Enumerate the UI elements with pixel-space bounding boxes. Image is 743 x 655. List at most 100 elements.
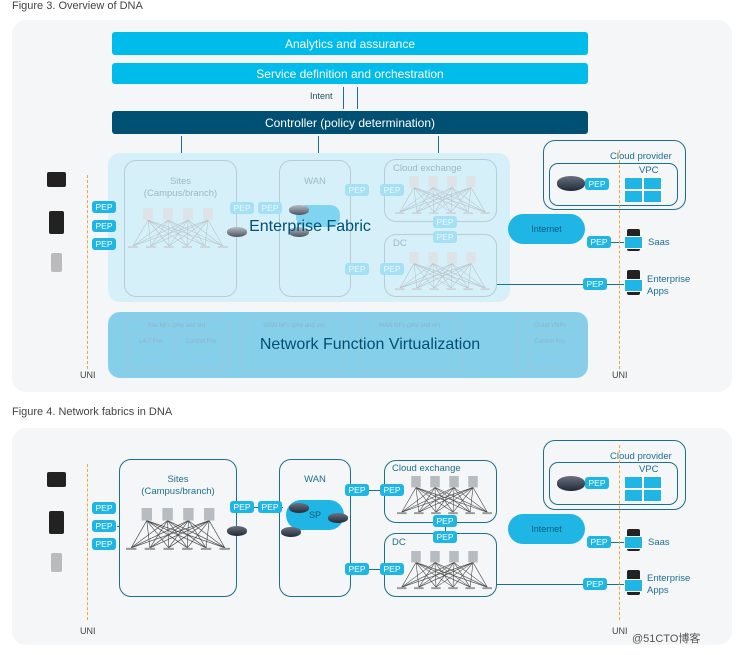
link (117, 526, 120, 527)
link (611, 242, 625, 243)
fabric-mesh-icon (126, 508, 230, 550)
pep-badge: PEP (92, 201, 116, 213)
nf-group-label: Cloud VNFs (533, 323, 567, 329)
laptop-icon (643, 489, 662, 502)
pep-badge: PEP (92, 220, 116, 232)
router-icon (227, 526, 247, 536)
figure3-caption: Figure 3. Overview of DNA (12, 0, 143, 12)
vpc-workloads (624, 476, 669, 502)
nf-group-label: Site NFs (phy and vir) (147, 323, 206, 329)
link (611, 542, 625, 543)
internet-cloud: Internet (508, 514, 585, 544)
nf-group-label: WAN NFs (phy and vir) (263, 323, 325, 329)
laptop-icon (643, 476, 662, 489)
wan-box (279, 459, 351, 597)
pep-badge: PEP (380, 563, 404, 575)
cloud-provider-box (543, 140, 686, 210)
pep-badge: PEP (345, 484, 369, 496)
laptop-device-icon (47, 172, 66, 187)
pep-badge: PEP (92, 502, 116, 514)
controller-arrow-wan (318, 136, 319, 156)
figure4-panel (12, 428, 732, 645)
wan-box (279, 160, 351, 297)
enterprise-apps-line1: Enterprise (647, 573, 691, 584)
pep-badge: PEP (258, 202, 282, 214)
nf-group: Cloud VNFs (516, 319, 584, 371)
uni-line-right (619, 445, 620, 620)
laptop-device-icon (47, 472, 66, 487)
sites-subtitle: (Campus/branch) (141, 486, 215, 497)
pep-badge: PEP (433, 515, 457, 527)
pep-badge: PEP (345, 563, 369, 575)
laptop-icon (643, 177, 662, 190)
enterprise-apps-line1: Enterprise (647, 274, 691, 285)
cloud-exchange-label: Cloud exchange (393, 163, 462, 174)
vpc-label: VPC (639, 165, 659, 176)
sites-fabric (128, 208, 228, 250)
mobile-device-icon (51, 253, 62, 272)
pep-badge: PEP (258, 501, 282, 513)
pep-badge: PEP (583, 578, 607, 590)
analytics-bar: Analytics and assurance (112, 32, 588, 55)
controller-bar: Controller (policy determination) (112, 111, 588, 134)
nf-group: WAN NFs (phy and vir) (242, 319, 346, 371)
cloud-provider-box (543, 440, 686, 510)
saas-label: Saas (648, 237, 670, 248)
laptop-icon (624, 190, 643, 203)
intent-label: Intent (310, 91, 333, 101)
control-label: Control Fns (185, 339, 217, 345)
fabric-mesh-icon (395, 176, 490, 215)
dc-label: DC (392, 537, 406, 548)
ip-phone-icon (49, 211, 64, 234)
router-icon (289, 227, 309, 237)
pep-badge: PEP (230, 501, 254, 513)
fabric-mesh-icon (397, 551, 492, 590)
vpc-workloads (624, 177, 669, 203)
pep-badge: PEP (380, 263, 404, 275)
fabric-mesh-icon (395, 252, 490, 291)
sites-fabric (126, 508, 230, 552)
control-label: Control Fns (534, 339, 566, 345)
vpc-label: VPC (639, 464, 659, 475)
laptop-icon (624, 536, 643, 549)
wan-label: WAN (304, 474, 326, 485)
uni-label-right: UNI (612, 370, 628, 380)
router-icon (289, 205, 309, 215)
pep-badge: PEP (92, 538, 116, 550)
laptop-icon (624, 177, 643, 190)
sites-title: Sites (169, 176, 192, 187)
router-icon (328, 513, 348, 523)
uni-label-right: UNI (612, 626, 628, 636)
laptop-icon (624, 489, 643, 502)
laptop-icon (624, 279, 643, 292)
sites-label: Sites(Campus/branch) (124, 176, 237, 200)
cloud-provider-label: Cloud provider (610, 151, 672, 162)
router-icon (289, 503, 309, 513)
pep-badge: PEP (433, 231, 457, 243)
pep-badge: PEP (380, 184, 404, 196)
ip-phone-icon (49, 511, 64, 534)
watermark: @51CTO博客 (632, 633, 701, 645)
dc-label: DC (393, 238, 407, 249)
dc-fabric (397, 551, 492, 591)
dc-fabric (395, 252, 490, 292)
nfv-title: Network Function Virtualization (259, 336, 481, 353)
saas-label: Saas (648, 537, 670, 548)
link (445, 523, 446, 533)
service-bar: Service definition and orchestration (112, 63, 588, 84)
pep-badge: PEP (92, 520, 116, 532)
sites-subtitle: (Campus/branch) (143, 188, 218, 199)
enterprise-apps-line2: Apps (647, 585, 669, 596)
router-icon (227, 227, 247, 237)
l47-fns: L4-7 Fns (129, 335, 173, 367)
pep-badge: PEP (433, 531, 457, 543)
pep-badge: PEP (585, 178, 609, 190)
cloud-router-icon (557, 176, 585, 191)
enterprise-apps-line2: Apps (647, 286, 669, 297)
sites-title: Sites (167, 474, 189, 485)
pep-badge: PEP (583, 278, 607, 290)
control-fns: Control Fns (179, 335, 223, 367)
nfv-area (108, 312, 588, 378)
laptop-icon (624, 476, 643, 489)
pep-badge: PEP (92, 238, 116, 250)
